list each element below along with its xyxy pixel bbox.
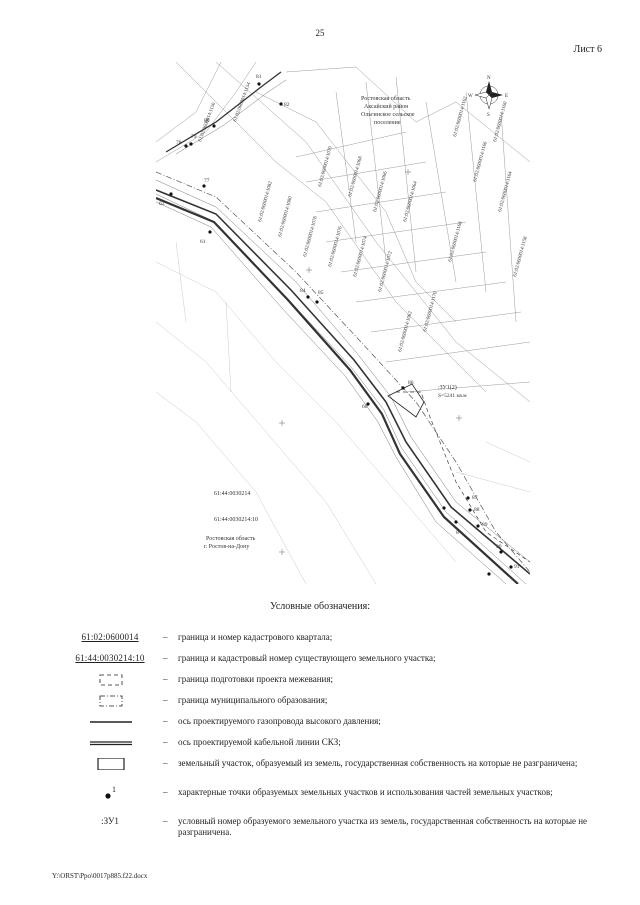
legend-desc: ось проектируемого газопровода высокого …	[178, 716, 381, 726]
legend-dash: –	[163, 632, 168, 642]
point-label: 86	[408, 380, 414, 386]
legend-desc: граница муниципального образования;	[178, 695, 328, 705]
legend-dash: –	[163, 716, 168, 726]
legend-symbol-cable-line	[90, 741, 132, 746]
compass-e: E	[505, 94, 508, 99]
point-label: 88	[474, 507, 480, 513]
point-label: 91	[514, 564, 520, 570]
legend-desc: земельный участок, образуемый из земель,…	[178, 758, 578, 768]
cable-line	[156, 196, 519, 584]
quarter-label-2: 61:44:0030214:10	[214, 517, 258, 523]
point-label: 60	[362, 404, 368, 410]
legend-desc: условный номер образуемого земельного уч…	[178, 816, 588, 837]
point-label: 8	[456, 530, 459, 536]
legend-dash: –	[163, 653, 168, 663]
point-label: 79	[191, 134, 197, 140]
region-top-line-4: поселение	[374, 120, 401, 126]
point-label: 90	[496, 544, 502, 550]
point-label: 81	[256, 74, 262, 80]
sheet-label: Лист 6	[573, 44, 602, 55]
legend-desc: граница и номер кадастрового квартала;	[178, 632, 333, 642]
cadastral-map: N S W E Ростовская область Аксайский рай…	[156, 62, 530, 584]
point-label: 80	[204, 118, 210, 124]
plot-label: :ЗУ1(2)	[438, 384, 457, 391]
point-label: 87	[472, 495, 478, 501]
region-top-line-3: Ольгинское сельское	[361, 112, 415, 118]
legend-dash: –	[163, 787, 168, 797]
region-top-line-1: Ростовская область	[361, 95, 411, 102]
compass-n: N	[487, 76, 491, 81]
legend-title: Условные обозначения:	[269, 601, 370, 612]
lower-parcels	[156, 241, 530, 584]
compass-rose-icon: N S W E	[468, 76, 508, 118]
legend-symbol-gas-pipeline	[90, 721, 132, 723]
point-label: 77	[204, 178, 210, 184]
point-label: 84	[300, 288, 306, 294]
point-label: 62	[159, 201, 165, 207]
legend-symbol-quarter: 61:02:0600014	[81, 632, 139, 642]
footer-file-path: Y:\ORST\Ppo\0017p885.f22.docx	[52, 872, 148, 880]
legend-desc: характерные точки образуемых земельных у…	[178, 787, 553, 797]
legend-point-number: 1	[112, 785, 116, 794]
region-top: Ростовская область Аксайский район Ольги…	[361, 95, 415, 126]
region-top-line-2: Аксайский район	[364, 103, 409, 110]
legend-symbol-municipal-boundary	[99, 695, 123, 707]
region-bottom-line-2: г. Ростов-на-Дону	[204, 544, 249, 550]
grid-crosses	[279, 169, 462, 555]
compass-s: S	[487, 113, 490, 118]
gas-pipeline	[156, 189, 530, 575]
legend-desc: ось проектируемой кабельной линии СКЗ;	[178, 737, 341, 747]
legend-dash: –	[163, 674, 168, 684]
legend-symbol-point	[105, 793, 111, 799]
point-label: 89	[482, 522, 488, 528]
compass-w: W	[468, 94, 473, 99]
legend-desc: граница и кадастровый номер существующег…	[178, 653, 436, 663]
map-canvas: N S W E Ростовская область Аксайский рай…	[156, 62, 530, 584]
legend-dash: –	[163, 695, 168, 705]
legend-symbol-parcel: 61:44:0030214:10	[75, 653, 145, 663]
legend-symbol-new-plot	[97, 757, 125, 771]
parcel-grid	[156, 62, 530, 403]
region-bottom: Ростовская область г. Ростов-на-Дону	[204, 535, 256, 550]
page-number: 25	[315, 28, 325, 38]
legend-dash: –	[163, 758, 168, 768]
point-label: 85	[318, 290, 324, 296]
legend-dash: –	[163, 737, 168, 747]
municipal-boundary	[156, 171, 530, 573]
legend-desc: граница подготовки проекта межевания;	[178, 674, 334, 684]
point-label: 61	[200, 239, 206, 245]
legend-dash: –	[163, 816, 168, 826]
region-bottom-line-1: Ростовская область	[206, 535, 256, 542]
quarter-label-1: 61:44:0030214	[214, 491, 250, 497]
point-label: 82	[284, 102, 290, 108]
point-label: 78	[176, 140, 182, 146]
upper-pipeline	[165, 71, 282, 153]
legend-symbol-project-boundary	[99, 674, 123, 686]
legend-symbol-plot-number: :ЗУ1	[101, 816, 119, 826]
characteristic-points: 81 82 80 79 78 77 62 61 84 85 86 60 87 8…	[159, 74, 520, 576]
plot-area: S=5241 кв.м	[438, 393, 467, 399]
